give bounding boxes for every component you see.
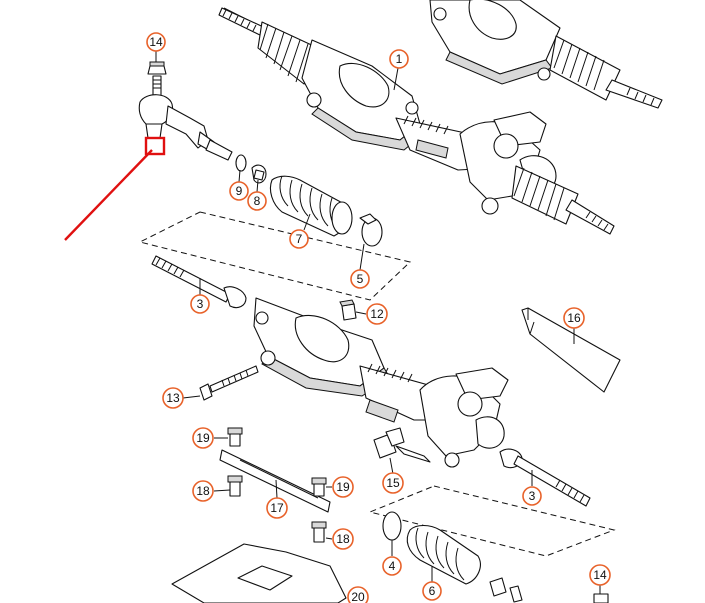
tie-rod-right — [499, 448, 591, 507]
svg-text:8: 8 — [254, 194, 261, 208]
callout-14[interactable]: 14 — [146, 32, 166, 52]
svg-text:15: 15 — [386, 476, 400, 490]
callout-20[interactable]: 20 — [347, 586, 369, 603]
boot-and-clamp-lower — [382, 511, 523, 603]
svg-text:5: 5 — [357, 272, 364, 286]
svg-text:9: 9 — [236, 184, 243, 198]
callout-19[interactable]: 19 — [332, 476, 354, 498]
part-12-block — [341, 303, 357, 321]
svg-text:16: 16 — [567, 311, 581, 325]
callout-4[interactable]: 4 — [382, 556, 402, 576]
callout-9[interactable]: 9 — [229, 181, 249, 201]
svg-text:14: 14 — [149, 35, 163, 49]
svg-text:18: 18 — [336, 532, 350, 546]
svg-text:19: 19 — [336, 480, 350, 494]
svg-text:7: 7 — [296, 232, 303, 246]
callout-12[interactable]: 12 — [366, 303, 388, 325]
kit-outline-upper — [138, 211, 412, 301]
sensor-15 — [373, 427, 431, 463]
callouts: 14 1 9 8 7 5 3 12 16 13 19 15 18 19 17 3… — [146, 32, 611, 603]
svg-text:18: 18 — [196, 484, 210, 498]
callout-14[interactable]: 14 — [589, 564, 611, 586]
svg-text:1: 1 — [396, 52, 403, 66]
callout-19[interactable]: 19 — [192, 427, 214, 449]
callout-3[interactable]: 3 — [522, 486, 542, 506]
callout-6[interactable]: 6 — [422, 581, 442, 601]
callout-7[interactable]: 7 — [289, 229, 309, 249]
callout-18[interactable]: 18 — [192, 480, 214, 502]
nut-14-lower — [593, 593, 609, 603]
tie-rod-end — [138, 61, 267, 184]
part-16-strip — [521, 307, 621, 393]
callout-15[interactable]: 15 — [382, 472, 404, 494]
callout-17[interactable]: 17 — [266, 497, 288, 519]
svg-text:3: 3 — [529, 489, 536, 503]
bracket-assembly — [219, 427, 331, 543]
steering-rack-lower — [151, 255, 509, 468]
boot-and-clamp — [269, 175, 383, 247]
callout-5[interactable]: 5 — [350, 269, 370, 289]
svg-text:4: 4 — [389, 559, 396, 573]
callout-13[interactable]: 13 — [162, 387, 184, 409]
svg-text:17: 17 — [270, 501, 284, 515]
svg-text:13: 13 — [166, 391, 180, 405]
kit-outline-lower — [368, 485, 616, 557]
steering-rack-partial-top-right — [429, 0, 663, 109]
svg-text:20: 20 — [351, 590, 365, 603]
svg-text:19: 19 — [196, 431, 210, 445]
callout-16[interactable]: 16 — [563, 307, 585, 329]
bolt-13 — [199, 365, 259, 401]
svg-text:3: 3 — [197, 297, 204, 311]
steering-rack-upper — [218, 7, 615, 235]
svg-text:6: 6 — [429, 584, 436, 598]
highlight-pointer-line — [64, 149, 153, 241]
svg-text:14: 14 — [593, 568, 607, 582]
callout-18[interactable]: 18 — [332, 528, 354, 550]
callout-3[interactable]: 3 — [190, 294, 210, 314]
callout-1[interactable]: 1 — [389, 49, 409, 69]
svg-text:12: 12 — [370, 307, 384, 321]
leader-lines — [155, 51, 601, 594]
callout-8[interactable]: 8 — [247, 191, 267, 211]
highlight-box — [144, 136, 166, 156]
